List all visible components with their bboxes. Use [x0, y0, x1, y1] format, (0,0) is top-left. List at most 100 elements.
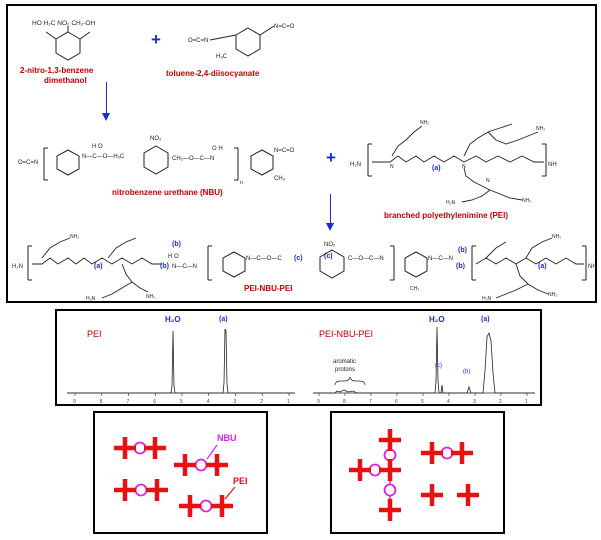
svg-text:(a): (a)	[432, 165, 441, 172]
svg-text:(b): (b)	[160, 263, 169, 270]
axis-tick-label: 3	[473, 399, 476, 405]
svg-text:n: n	[240, 180, 243, 186]
axis-tick-label: 8	[343, 399, 346, 405]
svg-text:H₂N: H₂N	[482, 296, 492, 302]
cartoon-left	[114, 437, 236, 517]
aromatic-label-line1: aromatic	[333, 359, 357, 365]
cartoon-left-panel: NBU PEI	[93, 411, 268, 534]
aromatic-label-line2: protons	[335, 367, 356, 373]
axis-tick-label: 1	[525, 399, 528, 405]
product-name: PEI-NBU-PEI	[244, 284, 293, 293]
svg-text:N—C—N: N—C—N	[172, 264, 197, 270]
axis-tick-label: 4	[207, 399, 210, 405]
pei-name: branched polyethylenimine (PEI)	[384, 211, 509, 220]
axis-tick-label: 3	[234, 399, 237, 405]
svg-text:NH: NH	[588, 264, 597, 270]
svg-text:(b): (b)	[172, 241, 181, 248]
svg-text:NH₂: NH₂	[70, 234, 79, 240]
reactant2-structure: O=C=N N=C=O H₃C	[188, 24, 295, 60]
axis-tick-label: 6	[153, 399, 156, 405]
svg-text:H₂N: H₂N	[12, 264, 23, 270]
svg-text:NH₂: NH₂	[552, 234, 561, 240]
plus-sign-2: +	[326, 148, 336, 167]
left-spectrum-title: PEI	[87, 329, 102, 339]
svg-text:CH₃: CH₃	[410, 286, 419, 292]
axis-tick-label: 9	[73, 399, 76, 405]
nbu-circle	[133, 441, 147, 455]
reactant2-name: toluene-2,4-diisocyanate	[166, 69, 260, 78]
svg-text:H₃C: H₃C	[216, 54, 228, 60]
nbu-callout-line	[206, 444, 218, 460]
svg-text:N—C—N: N—C—N	[428, 256, 453, 262]
nmr-spectra: 9 8 7 6 5 4 3 2 1 9 8 7 6 5 4 3 2 1	[67, 326, 535, 405]
axis-tick-label: 7	[369, 399, 372, 405]
reactant1-structure	[45, 26, 91, 61]
svg-text:NH₂: NH₂	[536, 126, 545, 132]
svg-text:H₂N: H₂N	[86, 296, 96, 302]
svg-text:CH₃: CH₃	[274, 176, 286, 182]
svg-text:H₂N: H₂N	[446, 200, 456, 206]
nbu-circle	[368, 463, 382, 477]
nbu-circle	[440, 446, 454, 460]
svg-text:N: N	[390, 164, 394, 170]
right-peak-b-label: (b)	[463, 369, 471, 375]
svg-text:N: N	[486, 178, 490, 184]
svg-text:(a): (a)	[94, 263, 103, 270]
axis-tick-label: 2	[499, 399, 502, 405]
svg-text:(c): (c)	[294, 255, 303, 262]
right-peak-c-label: (c)	[435, 363, 442, 369]
axis-tick-label: 7	[127, 399, 130, 405]
nbu-structure: O=C=N N—C—O—H₂C H O NO₂ CH₂—O—C—N O H n …	[18, 136, 295, 186]
nbu-circle	[134, 483, 148, 497]
right-spectrum-title: PEI-NBU-PEI	[319, 329, 374, 339]
nbu-circle	[383, 448, 397, 462]
svg-text:NO₂: NO₂	[150, 136, 162, 142]
axis-tick-label: 5	[421, 399, 424, 405]
reactant1-name-line1: 2-nitro-1,3-benzene	[20, 66, 94, 75]
right-water-label: H₂O	[429, 315, 445, 324]
svg-text:N=C=O: N=C=O	[274, 148, 295, 154]
axis-tick-label: 9	[317, 399, 320, 405]
svg-text:N—C—O—H₂C: N—C—O—H₂C	[82, 154, 125, 160]
nbu-circle	[199, 499, 213, 513]
reaction-arrow-2	[326, 194, 334, 231]
left-water-label: H₂O	[165, 315, 181, 324]
svg-text:NH₂: NH₂	[522, 198, 531, 204]
svg-text:NH₂: NH₂	[548, 292, 557, 298]
svg-text:N: N	[462, 164, 466, 170]
pei-callout-label: PEI	[233, 476, 248, 486]
svg-text:NH₂: NH₂	[420, 120, 429, 126]
svg-text:O=C=N: O=C=N	[18, 160, 38, 166]
svg-text:(a): (a)	[538, 263, 547, 270]
svg-text:H₂N: H₂N	[350, 162, 361, 168]
axis-tick-label: 5	[180, 399, 183, 405]
cartoon-right	[349, 429, 479, 521]
svg-text:C—O—C—N: C—O—C—N	[348, 256, 384, 262]
svg-text:NH: NH	[548, 162, 557, 168]
axis-tick-label: 1	[287, 399, 290, 405]
svg-text:(c): (c)	[324, 253, 333, 260]
nbu-name: nitrobenzene urethane (NBU)	[112, 188, 223, 197]
svg-text:N=C=O: N=C=O	[274, 24, 295, 30]
axis-tick-label: 2	[260, 399, 263, 405]
reaction-arrow-1	[102, 82, 110, 121]
svg-text:(b): (b)	[458, 247, 467, 254]
axis-tick-label: 8	[100, 399, 103, 405]
reactant1-name-line2: dimethanol	[44, 76, 87, 85]
svg-text:H O: H O	[92, 144, 103, 150]
cartoon-right-panel	[330, 411, 505, 534]
svg-text:O H: O H	[212, 146, 223, 152]
nbu-circle	[383, 483, 397, 497]
svg-text:CH₂—O—C—N: CH₂—O—C—N	[172, 156, 214, 162]
plus-sign-1: +	[151, 30, 161, 49]
svg-text:NH₂: NH₂	[146, 294, 155, 300]
reactant1-formula: HO H₂C NO₂ CH₂-OH	[32, 20, 96, 27]
axis-tick-label: 4	[447, 399, 450, 405]
pei-callout-line	[224, 486, 236, 500]
svg-text:NO₂: NO₂	[324, 242, 336, 248]
nbu-circle	[194, 458, 208, 472]
pei-structure: H₂N N NH₂ N NH₂ N H₂N NH₂ (a) NH	[350, 120, 557, 206]
nbu-callout-label: NBU	[217, 433, 237, 443]
axis-tick-label: 6	[395, 399, 398, 405]
